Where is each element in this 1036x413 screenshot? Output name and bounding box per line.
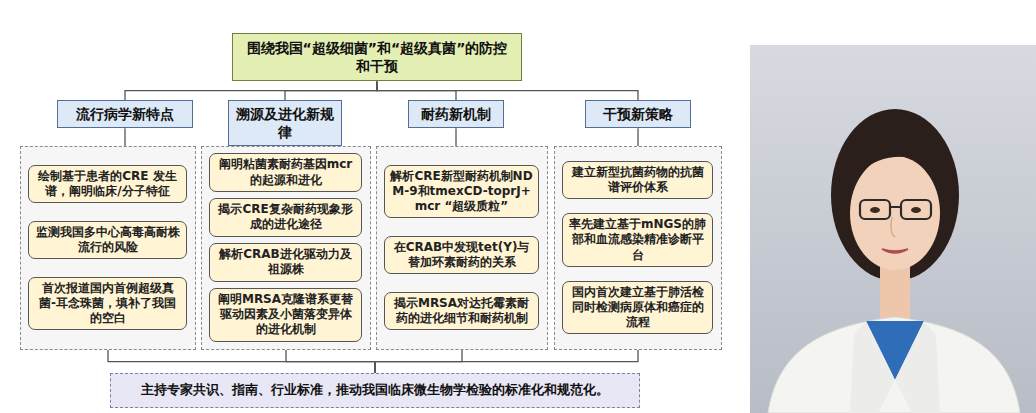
portrait-photo [750,45,1036,413]
title-box: 围绕我国“超级细菌”和“超级真菌”的防控和干预 [232,33,522,81]
node-text: 率先建立基于mNGS的肺部和血流感染精准诊断平台 [568,217,707,263]
finding-box: 揭示MRSA对达托霉素耐药的进化细节和耐药机制 [384,292,539,330]
photo-background [750,45,1036,413]
finding-box: 首次报道国内首例超级真菌-耳念珠菌，填补了我国的空白 [28,277,187,331]
category-box: 干预新策略 [585,100,691,128]
finding-box: 阐明MRSA克隆谱系更替驱动因素及小菌落变异体的进化机制 [209,288,362,342]
node-text: 耐药新机制 [421,105,491,123]
node-text: 阐明MRSA克隆谱系更替驱动因素及小菌落变异体的进化机制 [215,292,356,338]
jacket [768,317,1020,413]
connector-line [124,128,125,146]
connector-line [125,81,377,100]
glasses [901,200,931,219]
node-text: 解析CRE新型耐药机制NDM-9和tmexCD-toprJ+mcr “超级质粒” [390,169,533,215]
connector-line [455,128,456,146]
finding-box: 监测我国多中心高毒高耐株流行的风险 [28,221,187,259]
node-text: 揭示MRSA对达托霉素耐药的进化细节和耐药机制 [390,296,533,326]
finding-box: 解析CRE新型耐药机制NDM-9和tmexCD-toprJ+mcr “超级质粒” [384,165,539,219]
node-text: 在CRAB中发现tet(Y)与替加环素耐药的关系 [390,240,533,270]
eye [870,207,880,213]
connector-line [377,81,638,100]
finding-box: 率先建立基于mNGS的肺部和血流感染精准诊断平台 [562,213,713,267]
lapel [850,321,895,413]
node-text: 阐明粘菌素耐药基因mcr的起源和进化 [215,157,356,187]
node-text: 国内首次建立基于肺活检同时检测病原体和癌症的流程 [568,285,707,331]
finding-box: 解析CRAB进化驱动力及祖源株 [209,243,362,281]
finding-box: 在CRAB中发现tet(Y)与替加环素耐药的关系 [384,236,539,274]
summary-box: 主持专家共识、指南、行业标准，推动我国临床微生物学检验的标准化和规范化。 [110,373,640,408]
category-box: 流行病学新特点 [57,100,193,128]
finding-box: 揭示CRE复杂耐药现象形成的进化途径 [209,198,362,236]
node-text: 溯源及进化新规律 [235,105,335,141]
hair [831,109,959,281]
glasses-bridge [890,206,901,208]
node-text: 围绕我国“超级细菌”和“超级真菌”的防控和干预 [241,39,513,75]
finding-box: 绘制基于患者的CRE 发生谱，阐明临床/分子特征 [28,165,187,203]
node-text: 首次报道国内首例超级真菌-耳念珠菌，填补了我国的空白 [34,281,181,327]
connector-line [375,350,638,373]
node-text: 揭示CRE复杂耐药现象形成的进化途径 [215,202,356,232]
node-text: 监测我国多中心高毒高耐株流行的风险 [34,225,181,255]
connector-line [637,128,638,146]
connector-line [286,350,375,373]
lapel [895,321,940,413]
node-text: 主持专家共识、指南、行业标准，推动我国临床微生物学检验的标准化和规范化。 [141,382,609,399]
category-box: 溯源及进化新规律 [228,100,342,146]
dashed-panel: 建立新型抗菌药物的抗菌谱评价体系率先建立基于mNGS的肺部和血流感染精准诊断平台… [554,146,722,350]
finding-box: 国内首次建立基于肺活检同时检测病原体和癌症的流程 [562,281,713,335]
glasses [860,200,890,219]
nose [891,217,895,237]
hair-bangs [836,149,955,205]
node-text: 绘制基于患者的CRE 发生谱，阐明临床/分子特征 [34,169,181,199]
node-text: 流行病学新特点 [76,105,174,123]
node-text: 干预新策略 [603,105,673,123]
eye [911,207,921,213]
connector-line [108,350,375,373]
finding-box: 阐明粘菌素耐药基因mcr的起源和进化 [209,153,362,191]
dashed-panel: 绘制基于患者的CRE 发生谱，阐明临床/分子特征监测我国多中心高毒高耐株流行的风… [20,146,196,350]
face [850,156,940,270]
dashed-panel: 阐明粘菌素耐药基因mcr的起源和进化揭示CRE复杂耐药现象形成的进化途径解析CR… [201,146,371,350]
dashed-panel: 解析CRE新型耐药机制NDM-9和tmexCD-toprJ+mcr “超级质粒”… [376,146,548,350]
finding-box: 建立新型抗菌药物的抗菌谱评价体系 [562,161,713,199]
node-text: 解析CRAB进化驱动力及祖源株 [215,247,356,277]
lips [882,249,908,253]
connector-line [285,81,377,100]
category-box: 耐药新机制 [408,100,504,128]
node-text: 建立新型抗菌药物的抗菌谱评价体系 [568,165,707,195]
